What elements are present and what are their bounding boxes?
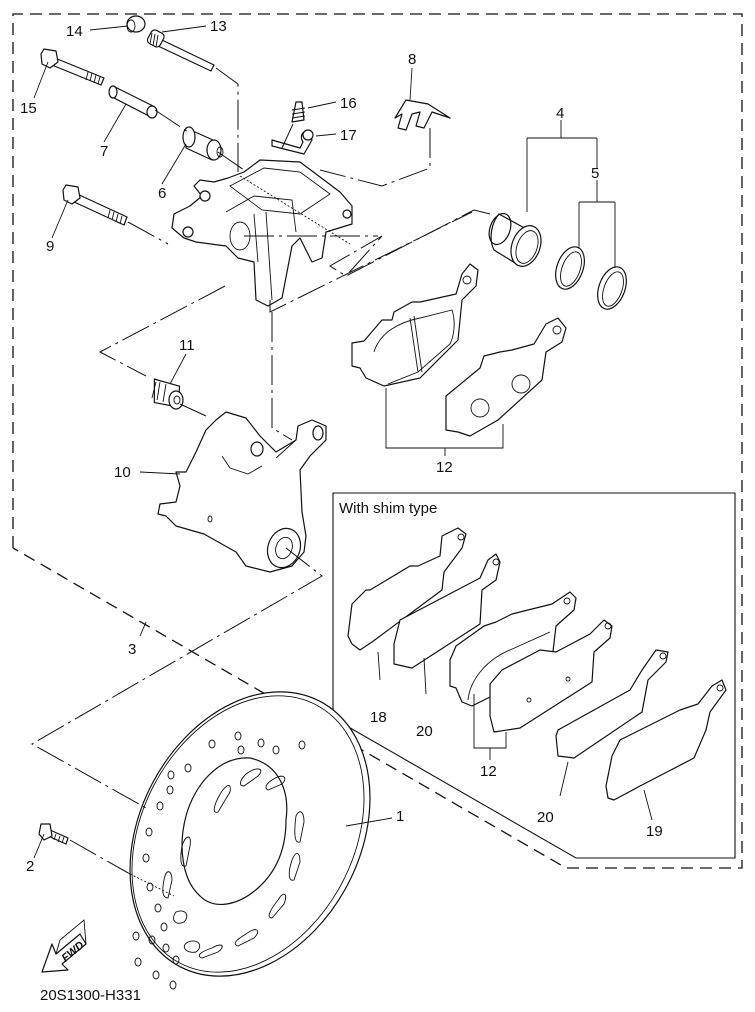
callout-9: 9: [46, 238, 54, 255]
assembly-lines: [30, 67, 491, 897]
drawing-code: 20S1300-H331: [40, 987, 141, 1004]
callout-6: 6: [158, 185, 166, 202]
inset-part-12-pad-inner[interactable]: [449, 591, 577, 707]
part-17-bleed-cap[interactable]: [271, 129, 314, 155]
part-2-disc-bolt[interactable]: [38, 823, 69, 845]
callout-labels: 1 2 3 4 5 6 7 8 9 10 11 12 13 14 15 16 1…: [20, 18, 663, 875]
inset-part-12-pad-outer[interactable]: [489, 619, 613, 733]
callout-8: 8: [408, 51, 416, 68]
leader-lines: [33, 25, 653, 859]
inset-part-18-shim[interactable]: [347, 527, 467, 651]
inset-callout-20b: 20: [537, 809, 554, 826]
callout-14: 14: [66, 23, 83, 40]
inset-callout-19: 19: [646, 823, 663, 840]
callout-5: 5: [591, 165, 599, 182]
part-5-seals[interactable]: [550, 243, 631, 313]
part-13-pad-pin[interactable]: [146, 29, 215, 72]
inset-part-20-shim-b[interactable]: [555, 649, 669, 759]
callout-4: 4: [556, 105, 564, 122]
part-15-bolt[interactable]: [40, 48, 105, 86]
part-12-pad-outer[interactable]: [445, 317, 567, 437]
inset-part-20-shim-a[interactable]: [393, 553, 501, 669]
callout-2: 2: [26, 858, 34, 875]
callout-1: 1: [396, 808, 404, 825]
part-8-pad-spring[interactable]: [394, 99, 451, 131]
assembly-boundary: [12, 13, 743, 869]
part-1-brake-disc[interactable]: [82, 650, 417, 1012]
callout-10: 10: [114, 464, 131, 481]
callout-13: 13: [210, 18, 227, 35]
inset-callout-12: 12: [480, 763, 497, 780]
part-9-bolt[interactable]: [62, 184, 128, 226]
part-6-boot[interactable]: [182, 126, 224, 161]
callout-16: 16: [340, 95, 357, 112]
part-11-bracket-boot[interactable]: [147, 377, 185, 410]
inset-title: With shim type: [339, 500, 437, 517]
shim-type-inset-box: [332, 492, 736, 859]
callout-7: 7: [100, 143, 108, 160]
part-16-bleed-screw[interactable]: [291, 101, 306, 123]
forward-arrow-icon: FWD: [41, 919, 87, 973]
part-12-pad-inner[interactable]: [351, 263, 479, 387]
part-10-caliper-bracket[interactable]: [157, 411, 327, 573]
part-14-plug[interactable]: [126, 15, 146, 33]
inset-callout-18: 18: [370, 709, 387, 726]
part-4-piston[interactable]: [485, 211, 546, 271]
callout-17: 17: [340, 127, 357, 144]
inset-part-19-shim[interactable]: [605, 679, 727, 801]
callout-11: 11: [179, 337, 195, 354]
callout-12: 12: [436, 459, 453, 476]
callout-3: 3: [128, 641, 136, 658]
inset-callout-20a: 20: [416, 723, 433, 740]
part-7-sleeve[interactable]: [108, 85, 158, 119]
part-3-caliper-body[interactable]: [171, 159, 353, 307]
callout-15: 15: [20, 100, 37, 117]
